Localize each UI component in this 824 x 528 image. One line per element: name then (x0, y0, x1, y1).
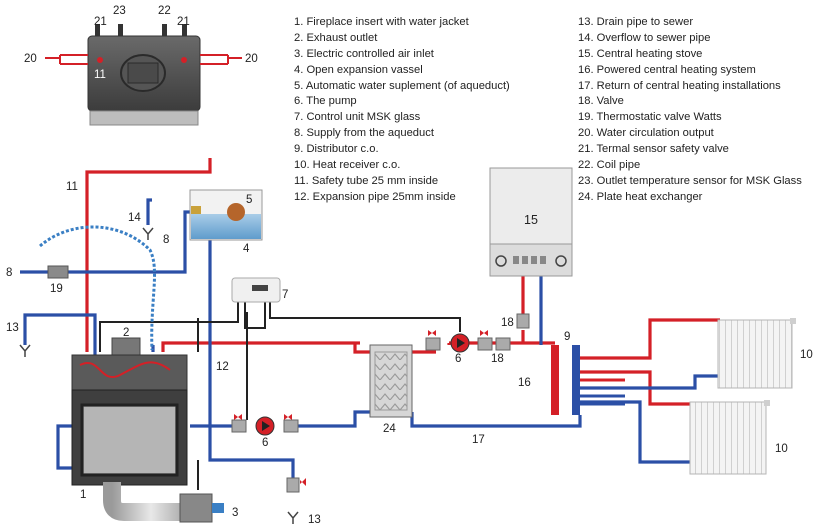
label-24: 24 (383, 423, 396, 435)
legend-item: 1. Fireplace insert with water jacket (294, 16, 469, 28)
label-9: 9 (564, 331, 570, 343)
legend-item: 16. Powered central heating system (578, 63, 756, 76)
expansion-tank (189, 189, 263, 241)
radiator-top (717, 318, 796, 389)
label-10-top: 10 (800, 349, 813, 361)
label-2: 2 (123, 327, 129, 339)
fireplace-insert (71, 337, 224, 523)
legend-item: 8. Supply from the aqueduct (294, 127, 434, 140)
label-18-mid: 18 (491, 353, 504, 365)
legend-item: 22. Coil pipe (578, 159, 641, 172)
legend-item: 19. Thermostatic valve Watts (578, 111, 722, 124)
legend-item: 20. Water circulation output (578, 127, 714, 140)
label-20b: 20 (245, 53, 258, 65)
legend-item: 7. Control unit MSK glass (294, 111, 421, 124)
legend-item: 2. Exhaust outlet (294, 31, 378, 44)
radiator-bottom (689, 400, 770, 475)
label-11-top: 11 (94, 69, 106, 81)
legend-item: 15. Central heating stove (578, 47, 703, 60)
label-13-left: 13 (6, 322, 19, 334)
legend-item: 5. Automatic water suplement (of aqueduc… (294, 79, 510, 92)
label-21b: 21 (177, 16, 190, 28)
control-unit (231, 277, 281, 303)
pump-right (425, 330, 511, 353)
label-10-bottom: 10 (775, 443, 788, 455)
label-11: 11 (66, 181, 78, 193)
label-16: 16 (518, 377, 531, 389)
label-6-right: 6 (455, 353, 461, 365)
legend-item: 9. Distributor c.o. (294, 143, 379, 156)
insert-top-view (45, 24, 242, 126)
label-8-left: 8 (6, 267, 12, 279)
control-wires (99, 300, 461, 490)
legend-item: 4. Open expansion vassel (294, 63, 423, 76)
plate-heat-exchanger (369, 344, 413, 418)
label-21a: 21 (94, 16, 107, 28)
label-22: 22 (158, 5, 171, 17)
label-23: 23 (113, 5, 126, 17)
legend-item: 6. The pump (294, 95, 357, 108)
legend-item: 13. Drain pipe to sewer (578, 16, 694, 28)
legend-item: 18. Valve (578, 95, 624, 108)
legend-item: 23. Outlet temperature sensor for MSK Gl… (578, 174, 802, 187)
legend-item: 24. Plate heat exchanger (578, 190, 703, 203)
legend-left-column: 1. Fireplace insert with water jacket 2.… (294, 15, 510, 206)
legend-item: 3. Electric controlled air inlet (294, 47, 434, 60)
pump-left (231, 414, 299, 436)
label-12: 12 (216, 361, 229, 373)
label-3: 3 (232, 507, 238, 519)
label-4: 4 (243, 243, 250, 255)
legend-item: 11. Safety tube 25 mm inside (294, 174, 439, 187)
drain-valve (286, 477, 300, 493)
coil-pipe (39, 225, 157, 351)
legend-item: 21. Termal sensor safety valve (578, 143, 729, 156)
central-heating-stove (489, 167, 573, 277)
label-6-left: 6 (262, 437, 268, 449)
label-7: 7 (282, 289, 288, 301)
drain-symbol-left (19, 344, 31, 357)
label-5: 5 (246, 194, 252, 206)
label-8-top: 8 (163, 234, 169, 246)
label-13-bottom: 13 (308, 514, 321, 526)
valve-18-top (516, 313, 530, 329)
label-14: 14 (128, 212, 141, 224)
label-18-top: 18 (501, 317, 514, 329)
legend-item: 12. Expansion pipe 25mm inside (294, 190, 456, 203)
drain-symbol-bottom (287, 511, 299, 524)
legend-item: 17. Return of central heating installati… (578, 79, 781, 92)
label-17: 17 (472, 434, 485, 446)
distributor-outlets (580, 356, 625, 406)
legend-item: 10. Heat receiver c.o. (294, 159, 401, 172)
legend-right-column: 13. Drain pipe to sewer 14. Overflow to … (578, 15, 802, 206)
label-19: 19 (50, 283, 63, 295)
drain-symbol-overflow (142, 227, 154, 240)
thermostatic-valve (47, 265, 69, 279)
legend-item: 14. Overflow to sewer pipe (578, 31, 711, 44)
label-20a: 20 (24, 53, 37, 65)
label-1: 1 (80, 489, 86, 501)
label-15: 15 (524, 213, 538, 227)
